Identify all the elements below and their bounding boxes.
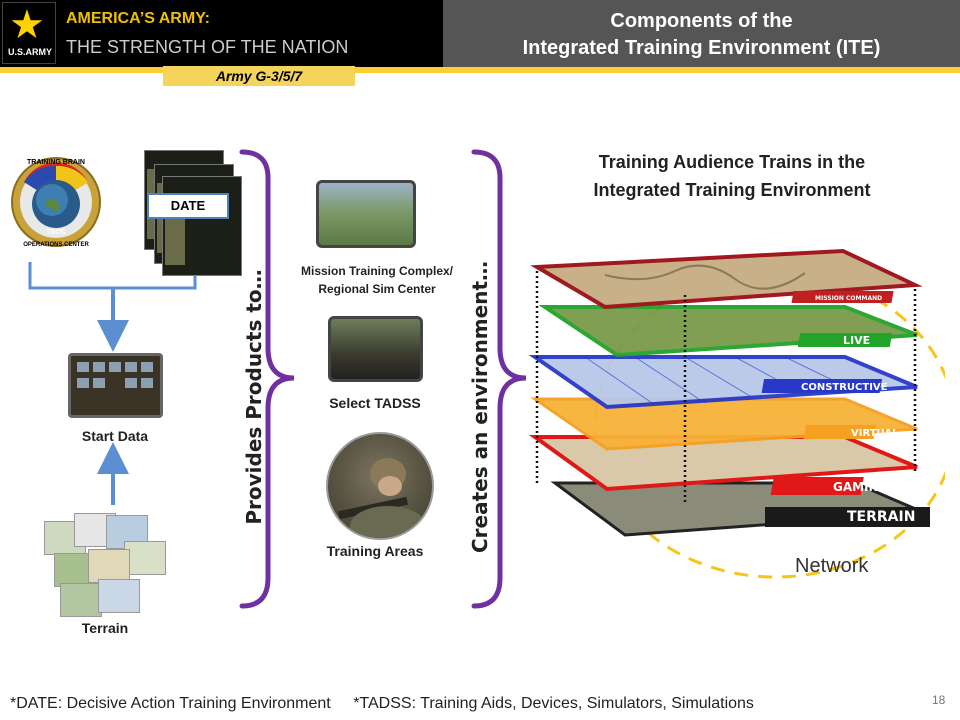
select-tadss-image — [328, 316, 423, 382]
terrain-map — [88, 549, 130, 583]
terrain-map — [98, 579, 140, 613]
gaming-layer-label: GAMING — [833, 480, 888, 494]
start-data-label: Start Data — [81, 428, 149, 444]
mtc-label-line1: Mission Training Complex/ — [300, 264, 454, 278]
star-icon: ★ — [9, 2, 45, 48]
monitor-screen — [125, 362, 137, 372]
mtc-label: Mission Training Complex/ Regional Sim C… — [282, 262, 472, 298]
org-tagline-2: THE STRENGTH OF THE NATION — [66, 37, 349, 57]
monitor-screen — [141, 362, 153, 372]
constructive-layer: CONSTRUCTIVE — [528, 355, 918, 410]
monitor-screen — [109, 362, 121, 372]
emblem-bottom-text: OPERATIONS CENTER — [23, 242, 89, 248]
network-label: Network — [795, 555, 869, 577]
ite-title-line2: Integrated Training Environment — [593, 180, 871, 200]
soldier-figure — [337, 458, 426, 538]
mtc-label-line2: Regional Sim Center — [318, 282, 436, 296]
emblem-center-text: TBOC — [46, 229, 66, 236]
monitor-screen — [125, 378, 137, 388]
training-areas-label: Training Areas — [326, 543, 424, 559]
monitor-screen — [77, 362, 89, 372]
mission-training-complex-image — [316, 180, 416, 248]
live-layer-label: LIVE — [843, 334, 870, 347]
date-label: DATE — [147, 193, 229, 219]
mission-command-label: MISSION COMMAND — [815, 295, 882, 302]
army-logo-text: U.S.ARMY — [7, 47, 52, 57]
provides-products-label: Provides Products to… — [242, 269, 266, 525]
office-label: Army G-3/5/7 — [215, 68, 303, 84]
slide-title-line1: Components of the — [610, 10, 793, 32]
constructive-layer-label: CONSTRUCTIVE — [801, 382, 888, 393]
header-org-banner: ★ U.S.ARMY AMERICA’S ARMY: THE STRENGTH … — [0, 0, 443, 67]
emblem-top-text: TRAINING BRAIN — [27, 159, 85, 166]
terrain-maps — [44, 513, 169, 618]
monitor-screen — [141, 378, 153, 388]
terrain-map — [124, 541, 166, 575]
slide-title-banner: Components of the Integrated Training En… — [443, 0, 960, 67]
terrain-layer: TERRAIN — [550, 481, 930, 537]
ite-title: Training Audience Trains in the Integrat… — [542, 148, 922, 204]
date-definition: *DATE: Decisive Action Training Environm… — [10, 695, 331, 712]
slide-title-line2: Integrated Training Environment (ITE) — [522, 37, 881, 59]
training-areas-image — [326, 432, 434, 540]
provides-brace — [239, 149, 295, 609]
terrain-map — [60, 583, 102, 617]
tboc-emblem: TRAINING BRAIN OPERATIONS CENTER TBOC — [11, 157, 101, 248]
org-tagline-1: AMERICA’S ARMY: — [66, 10, 210, 27]
page-number: 18 — [932, 693, 946, 707]
monitor-screen — [93, 378, 105, 388]
virtual-layer-label: VIRTUAL — [851, 428, 899, 439]
layer-link-arrows — [535, 271, 917, 505]
header-divider — [0, 67, 960, 73]
ite-title-line1: Training Audience Trains in the — [598, 152, 866, 172]
creates-brace — [471, 149, 527, 609]
monitor-screen — [93, 362, 105, 372]
monitor-screen — [77, 378, 89, 388]
start-data-image — [68, 353, 163, 418]
mission-command-layer: MISSION COMMAND — [530, 248, 923, 310]
ite-layer-stack: TERRAIN GAMING VIRTUAL CONSTRUCTIVE LIVE… — [528, 248, 945, 579]
office-tab: Army G-3/5/7 — [163, 66, 355, 86]
tadss-definition: *TADSS: Training Aids, Devices, Simulato… — [353, 695, 754, 712]
date-document — [162, 176, 242, 276]
live-layer: LIVE — [538, 305, 918, 358]
select-tadss-label: Select TADSS — [329, 395, 421, 411]
terrain-layer-label: TERRAIN — [847, 509, 915, 525]
terrain-label: Terrain — [81, 620, 129, 636]
army-logo: ★ U.S.ARMY — [2, 2, 56, 64]
footer-definitions: *DATE: Decisive Action Training Environm… — [10, 695, 772, 713]
